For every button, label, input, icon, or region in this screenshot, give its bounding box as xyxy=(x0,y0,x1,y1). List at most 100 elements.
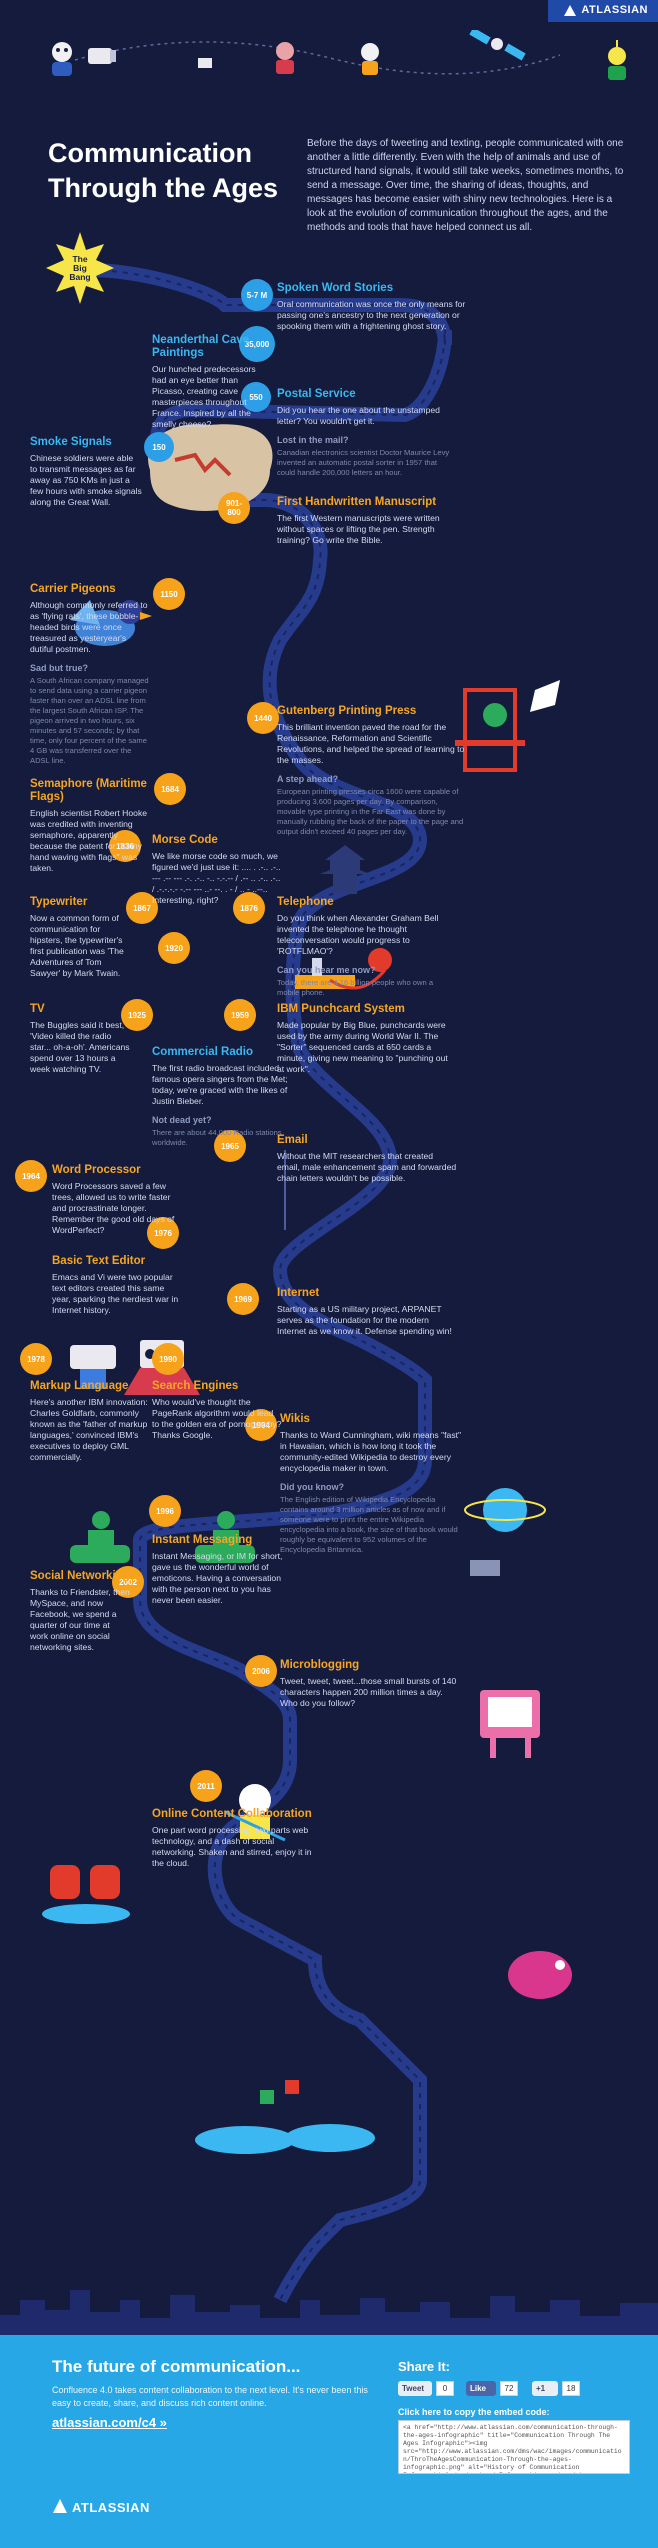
messenger-icon xyxy=(361,43,379,75)
event-title: Commercial Radio xyxy=(152,1046,253,1058)
event-handwritten-manuscript: First Handwritten Manuscript The first W… xyxy=(277,496,467,546)
event-title: Typewriter xyxy=(30,896,88,908)
year-badge-wikis: 1994 xyxy=(245,1409,277,1441)
envelope-icon xyxy=(198,58,212,68)
event-carrier-pigeons: Carrier Pigeons Although commonly referr… xyxy=(30,583,150,766)
intro-text: Before the days of tweeting and texting,… xyxy=(307,138,624,233)
year-badge-markup-language: 1978 xyxy=(20,1343,52,1375)
event-instant-messaging: Instant Messaging Instant Messaging, or … xyxy=(152,1534,292,1606)
tweet-count: 0 xyxy=(436,2381,454,2396)
tank-right-icon xyxy=(195,1511,255,1563)
globe-satellite-icon xyxy=(464,1488,546,1576)
event-morse-code: Morse Code We like morse code so much, w… xyxy=(152,834,282,906)
event-sub-description: The English edition of Wikipedia Encyclo… xyxy=(280,1495,458,1554)
event-description: Although commonly referred to as 'flying… xyxy=(30,600,148,654)
event-description: Tweet, tweet, tweet...those small bursts… xyxy=(280,1676,457,1708)
event-title: TV xyxy=(30,1003,45,1015)
year-badge-spoken-word: 5-7 M xyxy=(241,279,273,311)
event-title: Smoke Signals xyxy=(30,436,112,448)
year-badge-cave-paintings: 35,000 xyxy=(239,326,275,362)
event-sub-title: A step ahead? xyxy=(277,774,339,784)
event-description: Who would've thought the PageRank algori… xyxy=(152,1397,282,1440)
cave-animal-figure xyxy=(174,452,232,477)
event-title: Carrier Pigeons xyxy=(30,583,116,595)
event-description: We like morse code so much, we figured w… xyxy=(152,851,281,905)
future-title: The future of communication... xyxy=(52,2357,301,2376)
tank-left-icon xyxy=(70,1511,130,1563)
event-description: The first radio broadcast included famou… xyxy=(152,1063,288,1106)
event-gutenberg-press: Gutenberg Printing Press This brilliant … xyxy=(277,705,467,837)
cave-painting-icon xyxy=(148,424,273,511)
event-title: Morse Code xyxy=(152,834,218,846)
atlassian-footer-logo-icon xyxy=(53,2499,67,2513)
robot-icon xyxy=(608,40,626,80)
year-badge-gutenberg-press: 1440 xyxy=(247,702,279,734)
big-bang-starburst-icon xyxy=(46,232,114,304)
search-robot-icon xyxy=(224,1784,286,1842)
event-title: Telephone xyxy=(277,896,334,908)
event-title: Internet xyxy=(277,1287,320,1299)
confluence-link[interactable]: atlassian.com/c4 » xyxy=(52,2415,167,2430)
footer-brand-name: ATLASSIAN xyxy=(72,2500,150,2515)
event-description: Made popular by Big Blue, punchcards wer… xyxy=(277,1020,448,1074)
carrier-pigeon-icon xyxy=(70,600,152,646)
event-microblogging: Microblogging Tweet, tweet, tweet...thos… xyxy=(280,1659,460,1709)
event-email: Email Without the MIT researchers that c… xyxy=(277,1134,457,1184)
event-telephone: Telephone Do you think when Alexander Gr… xyxy=(277,896,457,998)
year-badge-telephone: 1876 xyxy=(233,892,265,924)
event-tv: TV The Buggles said it best, 'Video kill… xyxy=(30,1003,130,1075)
event-title: Basic Text Editor xyxy=(52,1255,146,1267)
google-plus-button[interactable]: +1 xyxy=(532,2381,558,2396)
event-description: Oral communication was once the only mea… xyxy=(277,299,466,331)
wiki-book-character-icon xyxy=(480,1690,540,1758)
event-spoken-word: Spoken Word Stories Oral communication w… xyxy=(277,282,467,332)
tweet-button[interactable]: Tweet xyxy=(398,2381,432,2396)
facebook-like-button[interactable]: Like xyxy=(466,2381,496,2396)
event-sub-description: Today, there are 4.16 billion people who… xyxy=(277,978,434,997)
future-text: Confluence 4.0 takes content collaborati… xyxy=(52,2385,368,2408)
event-title: Markup Language xyxy=(30,1380,129,1392)
page-title: Communication Through the Ages xyxy=(48,138,278,203)
event-description: Without the MIT researchers that created… xyxy=(277,1151,457,1183)
pagoda-icon xyxy=(320,845,370,894)
event-title: IBM Punchcard System xyxy=(277,1003,405,1015)
event-description: Chinese soldiers were able to transmit m… xyxy=(30,453,142,507)
year-badge-word-processor: 1964 xyxy=(15,1160,47,1192)
embed-code-label: Click here to copy the embed code: xyxy=(398,2407,550,2417)
event-title: Email xyxy=(277,1134,308,1146)
event-online-collaboration: Online Content Collaboration One part wo… xyxy=(152,1808,312,1869)
year-badge-typewriter: 1867 xyxy=(126,892,158,924)
year-badge-morse-code: 1836 xyxy=(109,830,141,862)
event-description: Thanks to Ward Cunningham, wiki means "f… xyxy=(280,1430,462,1473)
embed-code-textarea[interactable]: <a href="http://www.atlassian.com/commun… xyxy=(398,2420,630,2474)
event-text-editor: Basic Text Editor Emacs and Vi were two … xyxy=(52,1255,182,1316)
event-description: Word Processors saved a few trees, allow… xyxy=(52,1181,175,1235)
telegraph-machine-icon xyxy=(295,948,392,990)
year-badge-text-editor: 1976 xyxy=(147,1217,179,1249)
event-title: Neanderthal Cave Paintings xyxy=(152,334,250,359)
event-description: Instant Messaging, or IM for short, gave… xyxy=(152,1551,283,1605)
year-badge-microblogging: 2006 xyxy=(245,1655,277,1687)
event-title: Spoken Word Stories xyxy=(277,282,394,294)
event-description: The first Western manuscripts were writt… xyxy=(277,513,440,545)
event-title: Gutenberg Printing Press xyxy=(277,705,417,717)
event-markup-language: Markup Language Here's another IBM innov… xyxy=(30,1380,150,1463)
event-postal-service: Postal Service Did you hear the one abou… xyxy=(277,388,457,478)
year-badge-social-networking: 2002 xyxy=(112,1566,144,1598)
event-description: English scientist Robert Hooke was credi… xyxy=(30,808,148,873)
event-sub-description: European printing presses circa 1600 wer… xyxy=(277,787,464,836)
year-badge-email: 1965 xyxy=(214,1130,246,1162)
event-description: The Buggles said it best, 'Video killed … xyxy=(30,1020,130,1074)
event-cave-paintings: Neanderthal Cave Paintings Our hunched p… xyxy=(152,334,272,430)
event-sub-title: Can you hear me now? xyxy=(277,965,376,975)
event-sub-title: Not dead yet? xyxy=(152,1115,212,1125)
satellite-icon xyxy=(469,30,526,61)
brand-bar[interactable]: ATLASSIAN xyxy=(548,0,658,22)
event-title: Online Content Collaboration xyxy=(152,1808,312,1820)
chat-characters-icon xyxy=(42,1865,130,1924)
year-badge-carrier-pigeons: 1150 xyxy=(153,578,185,610)
scribe-desk-icon xyxy=(455,680,560,772)
event-sub-description: A South African company managed to send … xyxy=(30,676,149,765)
big-bang-label: The Big Bang xyxy=(69,253,91,282)
